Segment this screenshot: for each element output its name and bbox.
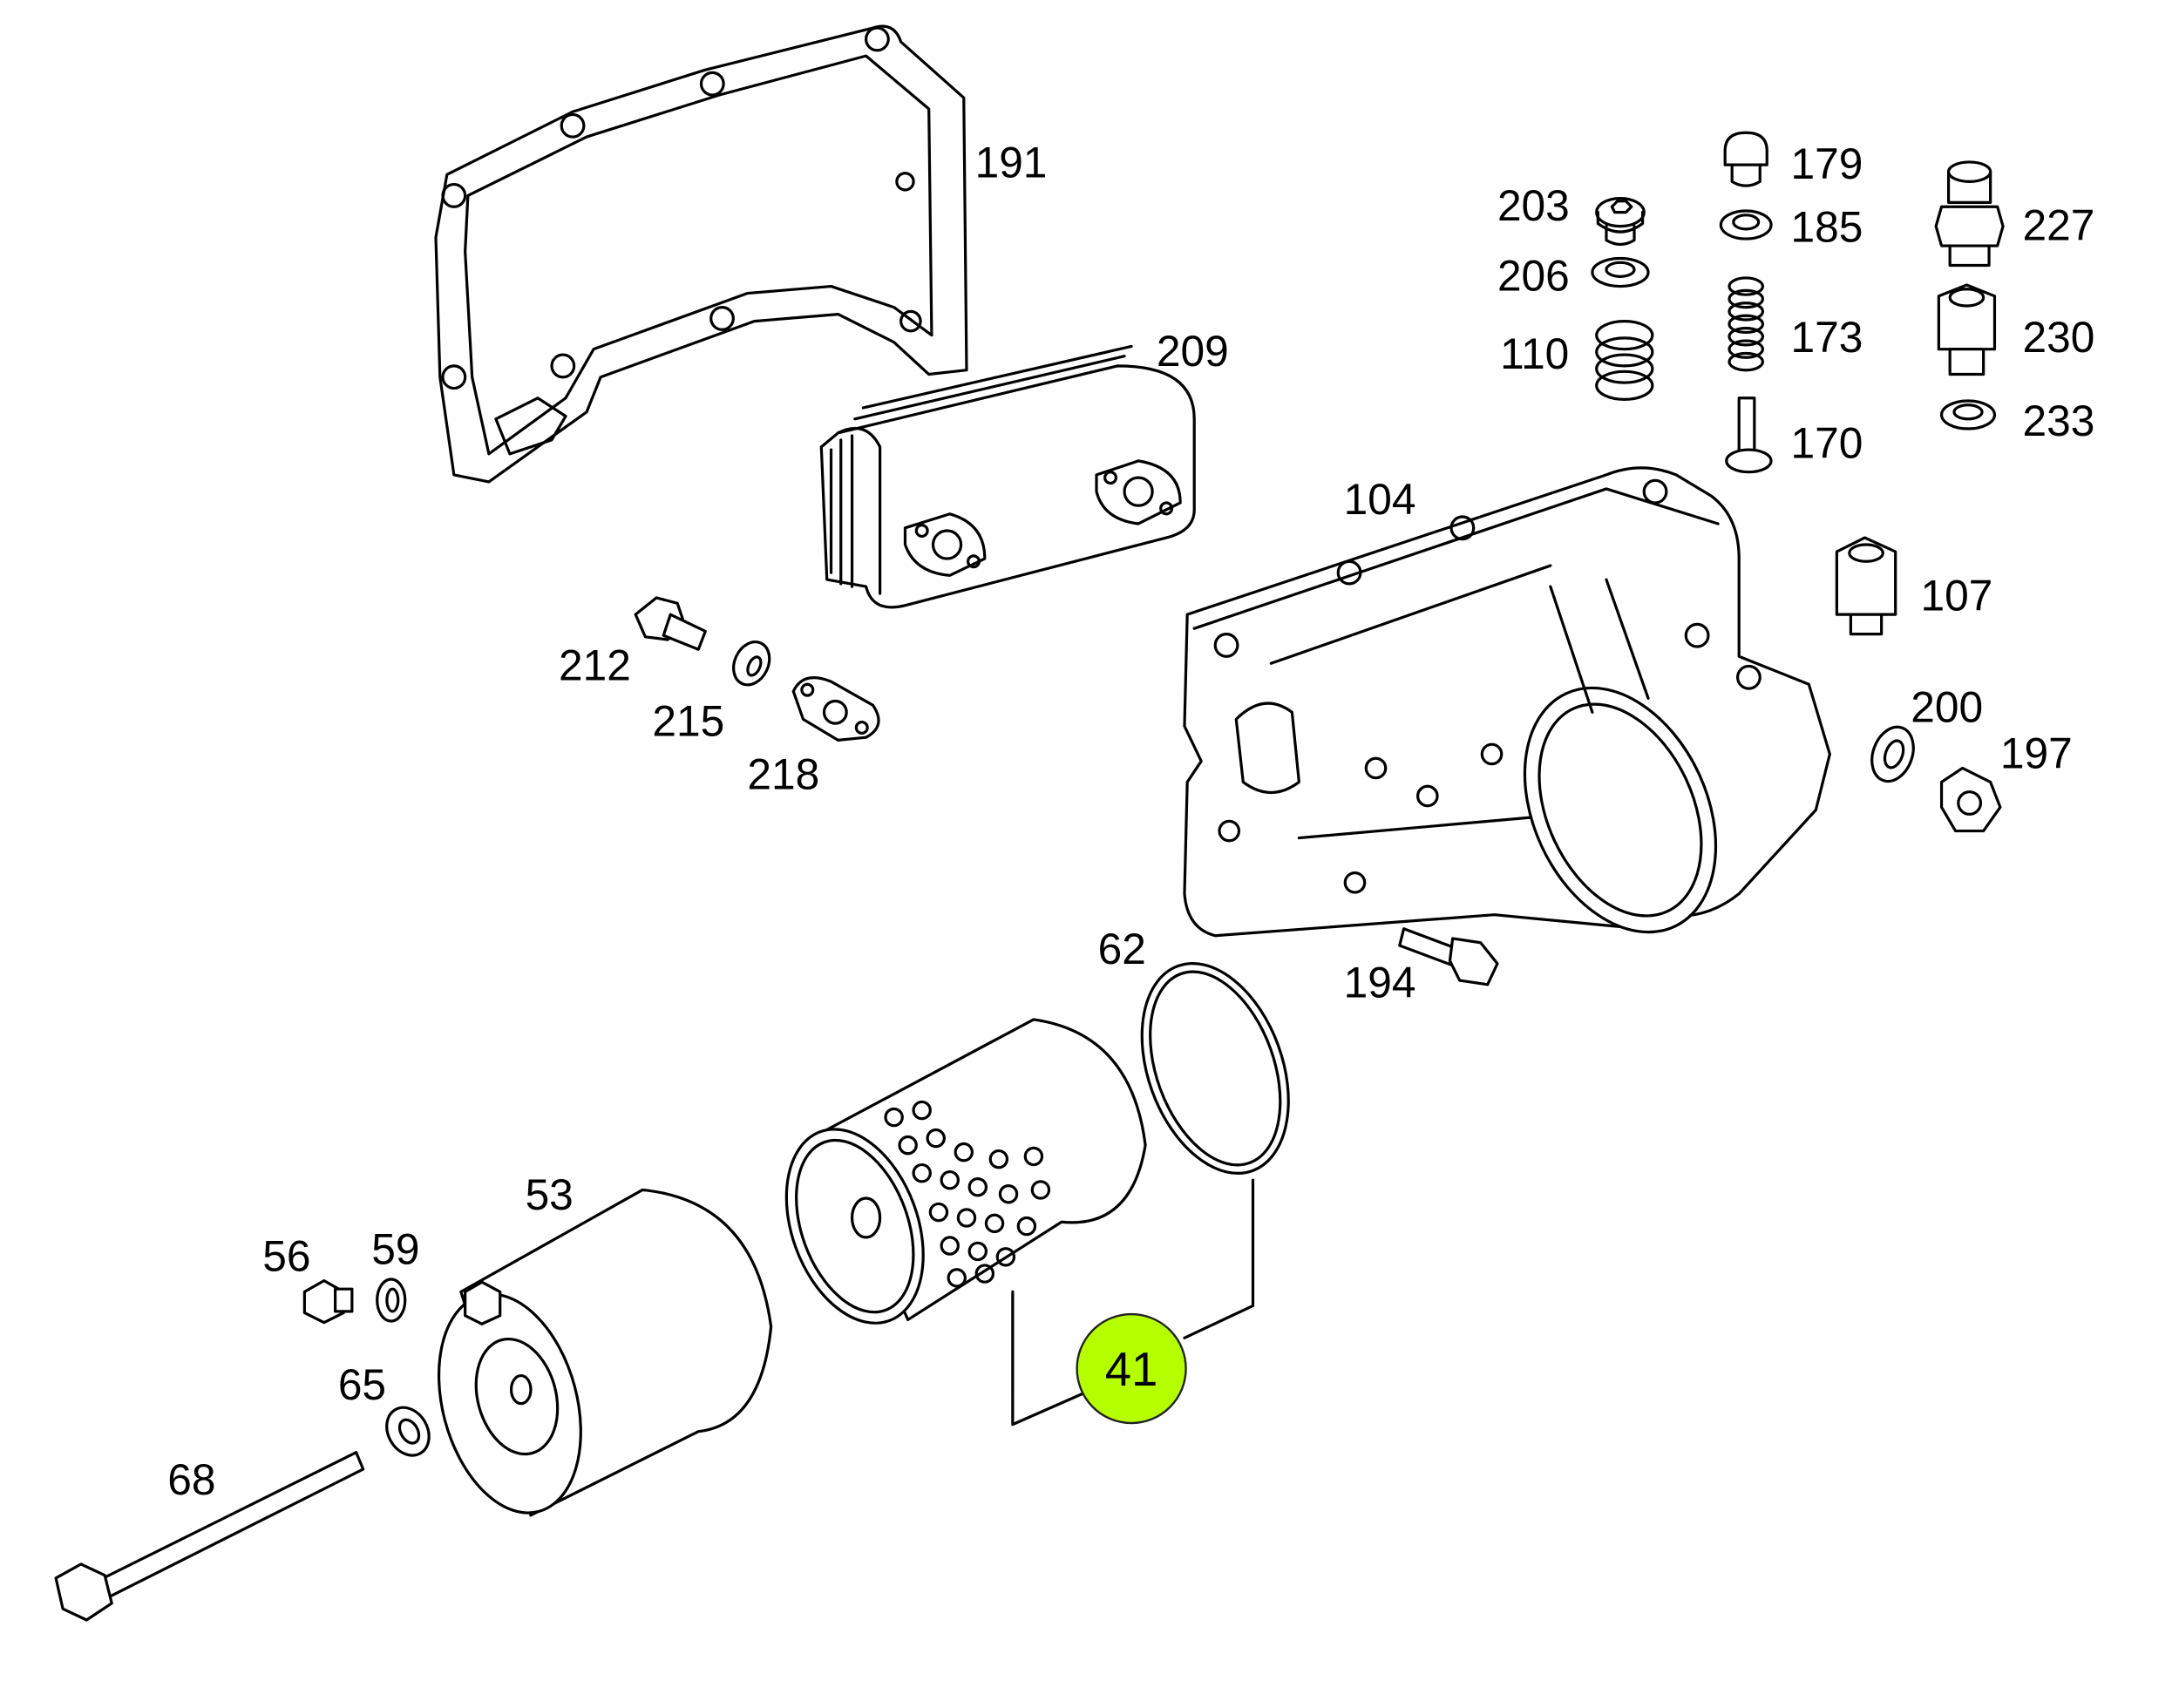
- part-104-housing[interactable]: [1183, 466, 1831, 963]
- label-53: 53: [526, 1170, 574, 1219]
- part-206-washer[interactable]: [1591, 256, 1650, 288]
- part-110-spring[interactable]: [1595, 320, 1654, 401]
- label-104: 104: [1344, 475, 1416, 524]
- part-218-gasket[interactable]: [791, 676, 880, 742]
- part-194-bolt[interactable]: [1398, 927, 1499, 986]
- part-68-bolt[interactable]: [54, 1451, 365, 1622]
- label-41: 41: [1105, 1343, 1158, 1396]
- callout-leader-41: [1011, 1178, 1255, 1427]
- label-209: 209: [1157, 327, 1229, 376]
- part-107-fitting[interactable]: [1835, 536, 1897, 636]
- part-215-washer[interactable]: [727, 636, 777, 691]
- label-179: 179: [1790, 139, 1863, 188]
- callout-41-highlight[interactable]: 41: [1076, 1312, 1187, 1425]
- part-191-gasket[interactable]: [434, 24, 968, 484]
- part-185-washer[interactable]: [1719, 209, 1773, 241]
- part-203-plug[interactable]: [1595, 196, 1646, 247]
- label-206: 206: [1497, 251, 1570, 300]
- label-194: 194: [1344, 958, 1416, 1006]
- part-65-washer[interactable]: [378, 1400, 438, 1462]
- label-233: 233: [2023, 396, 2095, 445]
- label-170: 170: [1790, 419, 1863, 468]
- label-230: 230: [2023, 313, 2095, 362]
- part-56-plug[interactable]: [302, 1278, 354, 1325]
- label-197: 197: [2000, 729, 2073, 777]
- part-41-filter-element[interactable]: [762, 1018, 1147, 1342]
- part-53-filter-housing[interactable]: [416, 1188, 773, 1528]
- part-209-oil-cooler[interactable]: [819, 344, 1196, 609]
- label-173: 173: [1790, 313, 1863, 362]
- part-230-adapter[interactable]: [1937, 283, 1997, 376]
- label-185: 185: [1790, 202, 1863, 251]
- filter-perforations: [884, 1100, 1051, 1288]
- label-212: 212: [559, 640, 631, 689]
- label-59: 59: [371, 1224, 419, 1273]
- part-233-washer[interactable]: [1939, 399, 1997, 430]
- label-56: 56: [262, 1231, 310, 1280]
- label-215: 215: [652, 697, 724, 746]
- label-191: 191: [975, 139, 1048, 187]
- part-200-washer[interactable]: [1864, 722, 1920, 788]
- part-173-spring[interactable]: [1728, 276, 1765, 372]
- part-212-bolt[interactable]: [634, 596, 707, 651]
- label-227: 227: [2023, 201, 2095, 250]
- label-62: 62: [1098, 925, 1146, 973]
- label-110: 110: [1500, 329, 1569, 378]
- part-197-plug[interactable]: [1939, 766, 2002, 833]
- part-227-fitting[interactable]: [1934, 160, 2005, 268]
- label-65: 65: [338, 1360, 386, 1409]
- part-62-o-ring[interactable]: [1115, 943, 1315, 1194]
- part-59-washer[interactable]: [376, 1278, 407, 1323]
- label-107: 107: [1921, 571, 1993, 620]
- label-68: 68: [167, 1455, 215, 1504]
- part-179-plug[interactable]: [1723, 131, 1768, 187]
- label-203: 203: [1497, 181, 1570, 230]
- label-218: 218: [747, 749, 819, 798]
- label-200: 200: [1911, 683, 1983, 732]
- part-170-pin[interactable]: [1725, 396, 1773, 474]
